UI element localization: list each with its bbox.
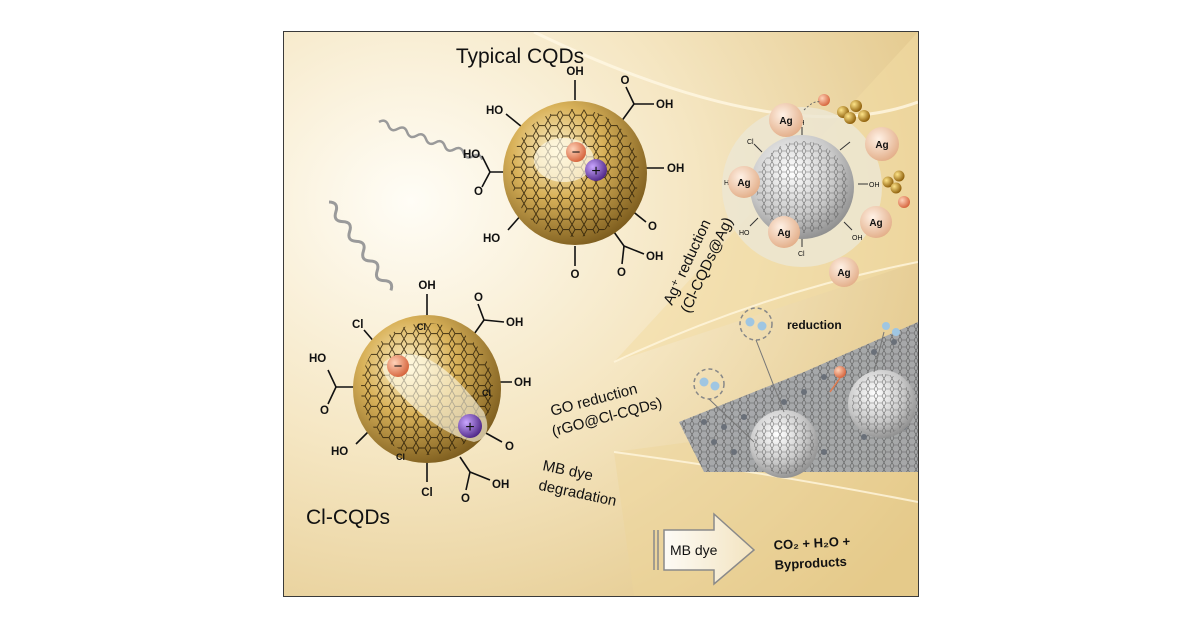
- electron-icon: [566, 142, 586, 162]
- svg-text:OH: OH: [506, 317, 523, 329]
- svg-text:Ag: Ag: [777, 228, 790, 239]
- svg-text:Ag: Ag: [737, 178, 750, 189]
- svg-text:O: O: [571, 269, 580, 281]
- svg-text:Cl: Cl: [352, 319, 364, 331]
- electron-icon: [818, 94, 830, 106]
- svg-text:Ag: Ag: [779, 116, 792, 127]
- svg-text:CO₂ + H₂O +: CO₂ + H₂O +: [773, 534, 851, 553]
- svg-text:O: O: [621, 75, 630, 87]
- ag-particle-icon: Ag: [728, 166, 760, 198]
- svg-text:Cl: Cl: [798, 251, 805, 258]
- svg-text:HO: HO: [463, 149, 480, 161]
- svg-text:Ag: Ag: [875, 140, 888, 151]
- svg-text:+: +: [591, 163, 600, 180]
- svg-text:Ag: Ag: [869, 218, 882, 229]
- svg-text:Cl: Cl: [421, 487, 433, 499]
- ag-reduction-illustration: OH Cl HO OH HO OH Cl Ag Ag Ag Ag Ag: [722, 94, 910, 287]
- title-typical-cqds: Typical CQDs: [456, 45, 584, 68]
- svg-text:OH: OH: [492, 479, 509, 491]
- cl-cqds-label: Cl-CQDs: [306, 506, 390, 529]
- svg-text:+: +: [465, 419, 474, 436]
- hole-icon: [585, 159, 607, 181]
- svg-text:O: O: [617, 267, 626, 279]
- svg-text:HO: HO: [309, 353, 326, 365]
- mb-products: CO₂ + H₂O + Byproducts: [773, 534, 851, 573]
- svg-text:Cl: Cl: [482, 388, 491, 398]
- ag-particle-icon: Ag: [769, 103, 803, 137]
- curve-divider: [533, 32, 918, 119]
- light-wave-lower: [328, 200, 394, 291]
- svg-text:MB dye: MB dye: [670, 542, 718, 558]
- electron-icon: [834, 366, 846, 378]
- ag-particle-icon: Ag: [865, 127, 899, 161]
- cl-cqd: − + OH O OH Cl HO O OH HO O OH O Cl Cl C…: [309, 280, 531, 505]
- svg-text:HO: HO: [739, 230, 750, 237]
- hole-icon: [458, 414, 482, 438]
- svg-text:O: O: [474, 292, 483, 304]
- svg-text:−: −: [394, 358, 403, 375]
- svg-text:OH: OH: [566, 66, 583, 78]
- svg-text:O: O: [461, 493, 470, 505]
- electron-icon: [898, 196, 910, 208]
- svg-text:−: −: [572, 144, 581, 161]
- ag-particle-icon: Ag: [860, 206, 892, 238]
- svg-text:HO: HO: [483, 233, 500, 245]
- go-reduction-illustration: reduction: [679, 307, 918, 478]
- figure-canvas: Typical CQDs − + OH O: [284, 32, 918, 596]
- mb-dye-arrow: MB dye: [653, 512, 756, 586]
- light-wave-upper: [378, 119, 484, 161]
- ag-particle-icon: Ag: [768, 216, 800, 248]
- gold-nanoparticles: [837, 100, 905, 194]
- figure-frame: Typical CQDs − + OH O: [283, 31, 919, 597]
- svg-text:Byproducts: Byproducts: [774, 554, 847, 573]
- ag-particle-icon: Ag: [829, 257, 859, 287]
- svg-text:Cl: Cl: [396, 452, 405, 462]
- svg-text:O: O: [474, 186, 483, 198]
- svg-text:HO: HO: [486, 105, 503, 117]
- svg-text:O: O: [505, 441, 514, 453]
- svg-text:HO: HO: [331, 446, 348, 458]
- svg-text:Cl: Cl: [747, 139, 754, 146]
- svg-text:O: O: [320, 405, 329, 417]
- svg-text:OH: OH: [656, 99, 673, 111]
- typical-cqd: − + OH O OH HO HO O OH HO O OH O O: [463, 66, 684, 281]
- svg-text:OH: OH: [418, 280, 435, 292]
- svg-text:OH: OH: [514, 377, 531, 389]
- svg-text:Cl: Cl: [417, 322, 426, 332]
- svg-text:OH: OH: [869, 182, 880, 189]
- svg-text:OH: OH: [852, 235, 863, 242]
- svg-text:O: O: [648, 221, 657, 233]
- svg-text:OH: OH: [667, 163, 684, 175]
- electron-icon: [387, 355, 409, 377]
- reduction-note: reduction: [787, 318, 842, 332]
- svg-text:OH: OH: [646, 251, 663, 263]
- svg-text:Ag: Ag: [837, 268, 850, 279]
